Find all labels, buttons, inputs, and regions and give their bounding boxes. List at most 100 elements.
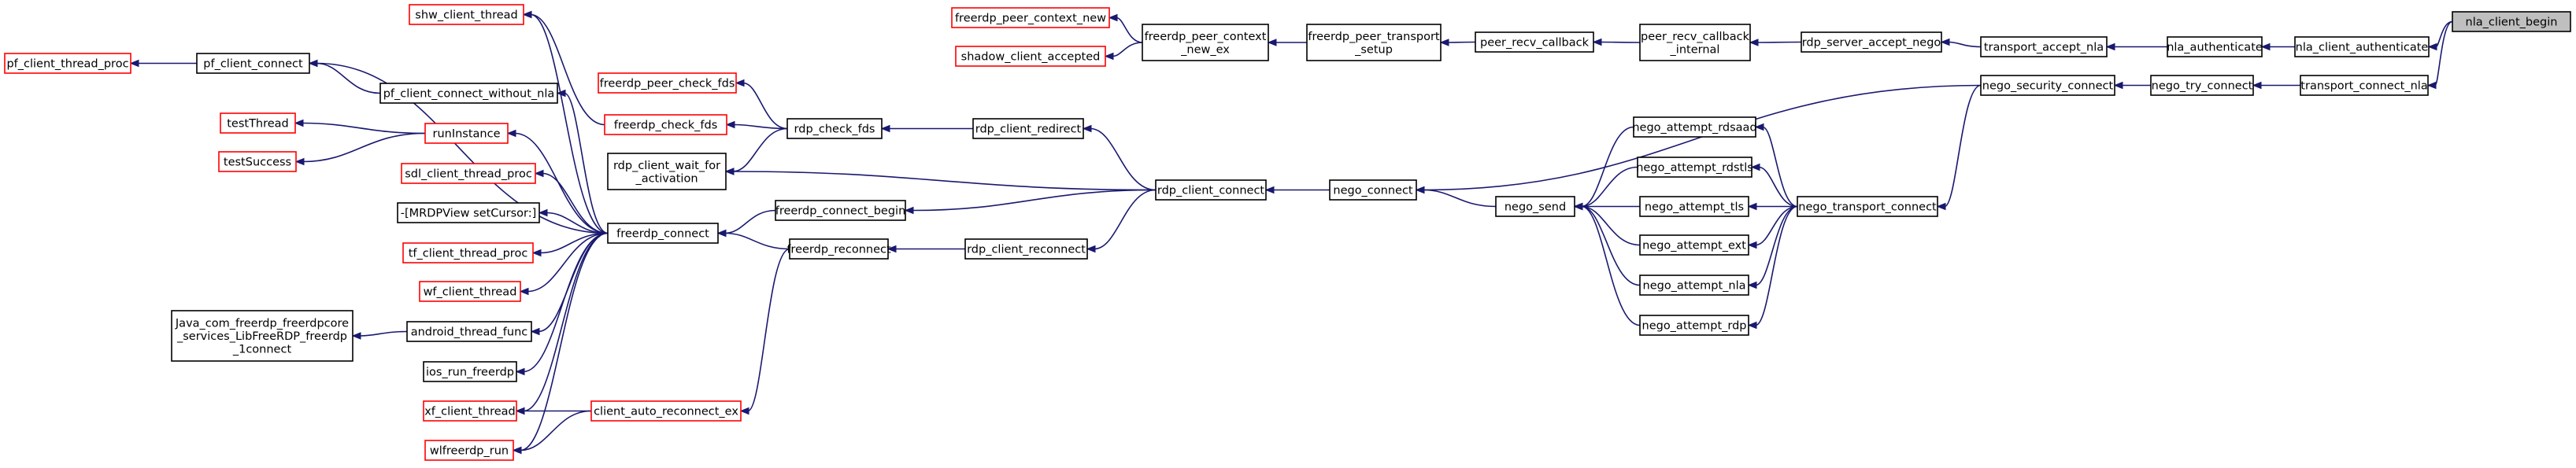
node-freerdp_connect_begin[interactable]: freerdp_connect_begin (775, 200, 906, 221)
node-rdp_client_wait_for_activation[interactable]: rdp_client_wait_for_activation (607, 153, 727, 190)
node-label: wf_client_thread (424, 286, 517, 299)
node-java_freerdp_connect[interactable]: Java_com_freerdp_freerdpcore_services_Li… (171, 310, 353, 362)
edge-rdp_client_connect-to-rdp_client_wait_for_activation (732, 171, 1157, 191)
node-sdl_client_thread_proc[interactable]: sdl_client_thread_proc (401, 163, 536, 184)
edge-freerdp_check_fds-to-rdp_check_fds (733, 123, 788, 130)
edge-nego_connect-to-nego_security_connect (1423, 84, 1982, 191)
node-pf_client_connect_without_nla[interactable]: pf_client_connect_without_nla (379, 83, 558, 104)
node-nla_client_authenticate[interactable]: nla_client_authenticate (2294, 36, 2430, 57)
node-peer_recv_callback[interactable]: peer_recv_callback (1475, 31, 1594, 53)
node-label: rdp_client_wait_for (613, 160, 720, 172)
arrowhead-nego_security_connect-to-nego_try_connect (2113, 81, 2123, 90)
node-label: xf_client_thread (424, 406, 516, 418)
node-transport_connect_nla[interactable]: transport_connect_nla (2300, 75, 2429, 96)
node-pf_client_connect[interactable]: pf_client_connect (196, 53, 310, 74)
node-label: freerdp_peer_context (1145, 31, 1267, 43)
edge-java_freerdp_connect-to-android_thread_func (359, 330, 408, 337)
node-runInstance[interactable]: runInstance (424, 123, 509, 144)
node-nego_transport_connect[interactable]: nego_transport_connect (1797, 196, 1938, 217)
node-peer_recv_callback_internal[interactable]: peer_recv_callback_internal (1639, 24, 1751, 61)
node-tf_client_thread_proc[interactable]: tf_client_thread_proc (402, 242, 534, 263)
arrowhead-freerdp_connect-to-freerdp_reconnect (716, 229, 727, 238)
edge-pf_client_connect-to-pf_client_connect_without_nla (316, 62, 381, 94)
node-box (590, 400, 742, 422)
node-box (2300, 75, 2429, 96)
node-label: rdp_server_accept_nego (1802, 37, 1941, 50)
node-box (1639, 315, 1749, 336)
edge-mrdpview_setcursor-to-freerdp_connect (546, 212, 609, 234)
node-nego_attempt_rdsaad[interactable]: nego_attempt_rdsaad (1632, 116, 1757, 138)
node-nego_connect[interactable]: nego_connect (1329, 179, 1417, 201)
node-label: nla_authenticate (2167, 42, 2263, 54)
arrowhead-wf_client_thread-to-freerdp_connect (519, 287, 529, 296)
arrowhead-sdl_client_thread_proc-to-freerdp_connect (534, 169, 544, 178)
node-freerdp_peer_transport_setup[interactable]: freerdp_peer_transport_setup (1306, 24, 1442, 61)
node-freerdp_connect[interactable]: freerdp_connect (607, 223, 719, 244)
node-box (786, 118, 883, 139)
node-label: freerdp_peer_context_new (955, 13, 1106, 25)
node-box (1980, 75, 2115, 96)
node-freerdp_peer_context_new_ex[interactable]: freerdp_peer_context_new_ex (1142, 24, 1269, 61)
node-wf_client_thread[interactable]: wf_client_thread (419, 281, 521, 302)
node-nego_security_connect[interactable]: nego_security_connect (1980, 75, 2115, 96)
edge-nego_send-to-nego_attempt_rdstls (1581, 166, 1638, 208)
node-nego_attempt_tls[interactable]: nego_attempt_tls (1639, 196, 1749, 217)
node-nla_authenticate[interactable]: nla_authenticate (2167, 36, 2263, 57)
arrowhead-nego_attempt_rdp-to-nego_transport_connect (1747, 321, 1757, 330)
node-box (1797, 196, 1938, 217)
node-box (964, 238, 1088, 260)
node-testThread[interactable]: testThread (220, 112, 296, 134)
node-label: shw_client_thread (415, 9, 517, 22)
node-wlfreerdp_run[interactable]: wlfreerdp_run (424, 440, 514, 461)
node-pf_client_thread_proc[interactable]: pf_client_thread_proc (4, 53, 131, 74)
node-label: wlfreerdp_run (430, 445, 509, 458)
arrowhead-rdp_client_connect-to-nego_connect (1264, 186, 1275, 194)
node-box (1306, 24, 1442, 61)
node-ios_run_freerdp[interactable]: ios_run_freerdp (423, 361, 517, 382)
arrowhead-freerdp_reconnect-to-rdp_client_reconnect (886, 245, 897, 253)
node-freerdp_peer_context_new[interactable]: freerdp_peer_context_new (951, 7, 1110, 28)
edge-freerdp_connect_begin-to-rdp_client_connect (912, 189, 1157, 212)
node-nego_attempt_rdstls[interactable]: nego_attempt_rdstls (1636, 157, 1753, 178)
node-label: freerdp_peer_check_fds (600, 78, 735, 90)
node-box (218, 151, 297, 172)
arrowhead-peer_recv_callback_internal-to-rdp_server_accept_nego (1749, 39, 1759, 46)
arrowhead-nla_client_authenticate-to-nla_client_begin (2427, 42, 2437, 51)
node-nego_send[interactable]: nego_send (1495, 196, 1575, 217)
node-android_thread_func[interactable]: android_thread_func (406, 321, 532, 342)
edge-nego_attempt_rdsaad-to-nego_transport_connect (1762, 126, 1798, 208)
node-nego_attempt_ext[interactable]: nego_attempt_ext (1639, 234, 1749, 256)
node-freerdp_peer_check_fds[interactable]: freerdp_peer_check_fds (598, 72, 737, 94)
node-box (1637, 157, 1752, 178)
edge-wlfreerdp_run-to-freerdp_connect (520, 232, 609, 451)
edge-peer_recv_callback_internal-to-rdp_server_accept_nego (1756, 41, 1802, 43)
edge-freerdp_peer_check_fds-to-rdp_check_fds (742, 82, 788, 130)
node-nego_try_connect[interactable]: nego_try_connect (2150, 75, 2254, 96)
node-rdp_client_redirect[interactable]: rdp_client_redirect (972, 118, 1084, 139)
node-testSuccess[interactable]: testSuccess (218, 151, 297, 172)
node-mrdpview_setcursor[interactable]: -[MRDPView setCursor:] (397, 202, 540, 223)
node-box (1475, 31, 1594, 53)
node-shadow_client_accepted[interactable]: shadow_client_accepted (955, 46, 1106, 67)
node-rdp_client_reconnect[interactable]: rdp_client_reconnect (964, 238, 1088, 260)
node-label: freerdp_peer_transport (1308, 31, 1440, 43)
node-nego_attempt_rdp[interactable]: nego_attempt_rdp (1639, 315, 1749, 336)
node-shw_client_thread[interactable]: shw_client_thread (409, 4, 524, 25)
node-transport_accept_nla[interactable]: transport_accept_nla (1980, 36, 2108, 57)
node-rdp_server_accept_nego[interactable]: rdp_server_accept_nego (1801, 31, 1942, 53)
node-client_auto_reconnect_ex[interactable]: client_auto_reconnect_ex (590, 400, 742, 422)
node-xf_client_thread[interactable]: xf_client_thread (423, 400, 517, 422)
node-label: testThread (227, 118, 289, 131)
arrowhead-client_auto_reconnect_ex-to-freerdp_reconnect (739, 407, 749, 415)
node-nego_attempt_nla[interactable]: nego_attempt_nla (1639, 275, 1749, 296)
edge-freerdp_peer_context_new-to-freerdp_peer_context_new_ex (1116, 17, 1143, 43)
node-rdp_check_fds[interactable]: rdp_check_fds (786, 118, 883, 139)
node-box (397, 202, 540, 223)
node-box (2452, 11, 2571, 32)
edge-rdp_client_redirect-to-rdp_client_connect (1090, 127, 1157, 191)
node-freerdp_check_fds[interactable]: freerdp_check_fds (604, 114, 727, 135)
node-freerdp_reconnect[interactable]: freerdp_reconnect (786, 238, 891, 260)
node-label: nego_attempt_tls (1645, 201, 1744, 214)
edge-client_auto_reconnect_ex-to-freerdp_reconnect (747, 248, 790, 412)
node-rdp_client_connect[interactable]: rdp_client_connect (1155, 179, 1267, 201)
